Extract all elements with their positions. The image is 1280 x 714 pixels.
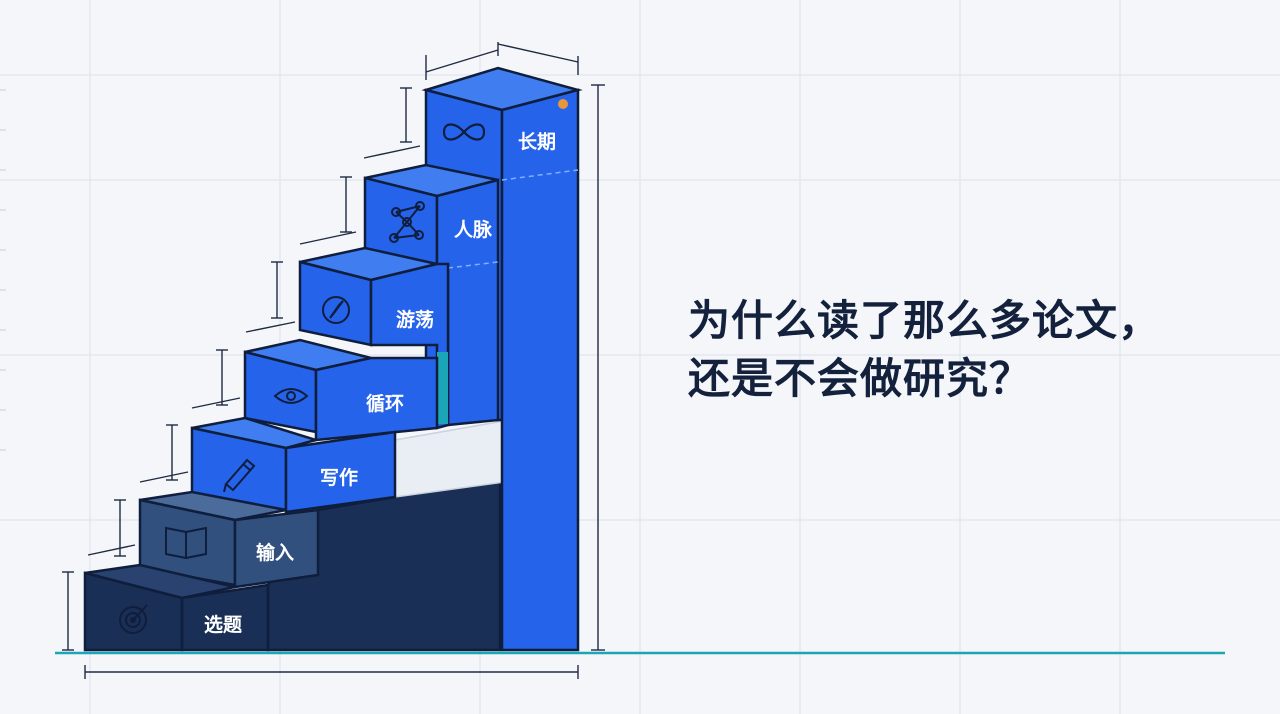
headline: 为什么读了那么多论文， 还是不会做研究？ xyxy=(688,292,1268,408)
accent-dot xyxy=(558,99,568,109)
headline-line-1: 为什么读了那么多论文， xyxy=(688,296,1162,345)
pencil-icon xyxy=(223,458,256,493)
step-label-wander: 游荡 xyxy=(396,308,434,331)
step-label-topic: 选题 xyxy=(204,614,242,636)
book-icon xyxy=(165,526,207,560)
step-label-network: 人脉 xyxy=(454,218,493,241)
target-icon xyxy=(119,604,148,634)
step-label-writing: 写作 xyxy=(320,466,358,489)
step-label-input: 输入 xyxy=(256,541,294,564)
headline-line-2: 还是不会做研究？ xyxy=(688,354,1033,403)
step-wander: 游荡 xyxy=(298,246,450,430)
network-icon xyxy=(389,201,425,243)
step-cycle: 循环 xyxy=(243,338,439,442)
step-topic: 选题 xyxy=(83,563,270,652)
step-writing: 写作 xyxy=(190,416,397,514)
left-ruler-ticks xyxy=(0,89,6,451)
infinity-icon xyxy=(442,123,486,141)
step-label-cycle: 循环 xyxy=(366,392,404,415)
step-network: 人脉 xyxy=(363,163,500,427)
eye-icon xyxy=(273,388,309,404)
step-label-long-term: 长期 xyxy=(518,131,556,153)
dimension-lines xyxy=(62,42,605,679)
compass-icon xyxy=(322,296,350,324)
step-input: 输入 xyxy=(138,490,320,589)
